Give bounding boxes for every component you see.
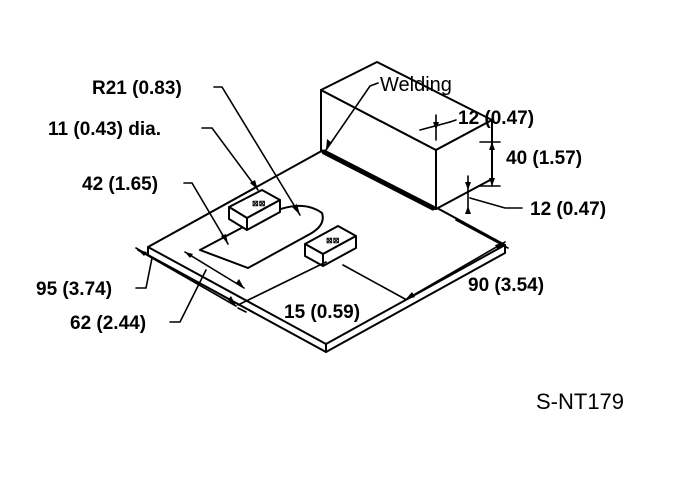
label-12-right: 12 (0.47) — [530, 199, 606, 220]
nut-left-mark: ⊠⊠ — [252, 199, 266, 208]
nut-right-mark: ⊠⊠ — [326, 236, 340, 245]
figure-code: S-NT179 — [536, 389, 624, 414]
weld-nut-right: ⊠⊠ — [304, 225, 357, 267]
label-hole-dia: 11 (0.43) dia. — [48, 119, 161, 140]
label-95: 95 (3.74) — [36, 279, 112, 300]
label-90: 90 (3.54) — [468, 275, 544, 296]
weld-nut-left: ⊠⊠ — [228, 189, 281, 231]
label-welding: Welding — [380, 74, 452, 96]
label-62: 62 (2.44) — [70, 313, 146, 334]
weld-seam — [321, 149, 436, 211]
label-12-top: 12 (0.47) — [458, 108, 534, 129]
label-15: 15 (0.59) — [284, 302, 360, 323]
label-42: 42 (1.65) — [82, 174, 158, 195]
arrowheads — [138, 122, 505, 306]
label-40: 40 (1.57) — [506, 148, 582, 169]
label-r21: R21 (0.83) — [92, 78, 182, 99]
